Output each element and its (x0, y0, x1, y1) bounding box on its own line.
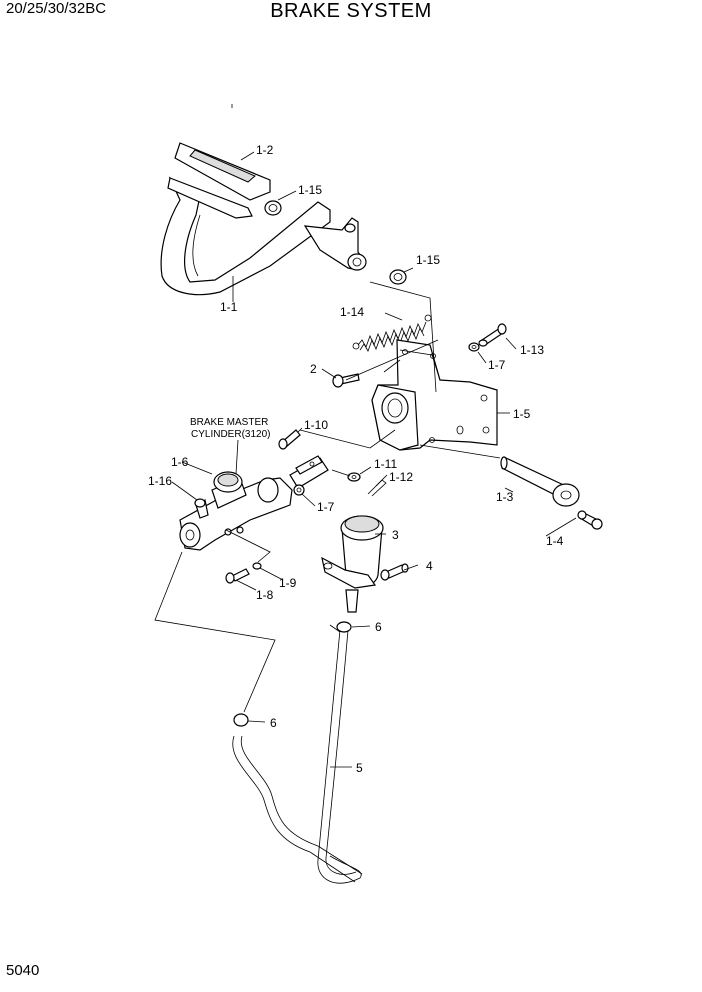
label-1-15-upper: 1-15 (298, 183, 322, 197)
note-line-2: CYLINDER(3120) (191, 429, 270, 440)
nut-1-7-lower-part (293, 484, 305, 496)
label-1-12: 1-12 (389, 470, 413, 484)
label-1-7-lower: 1-7 (317, 500, 335, 514)
hose-clamp-upper-part (336, 621, 352, 633)
label-4: 4 (426, 559, 433, 573)
label-1-14: 1-14 (340, 305, 364, 319)
label-1-1: 1-1 (220, 300, 238, 314)
label-3: 3 (392, 528, 399, 542)
label-1-2: 1-2 (256, 143, 274, 157)
label-1-5: 1-5 (513, 407, 531, 421)
nut-1-7-upper-part (468, 342, 480, 352)
label-5: 5 (356, 761, 363, 775)
label-1-11: 1-11 (374, 457, 397, 471)
pin-1-3-part (500, 456, 580, 507)
pin-1-10-part (278, 429, 301, 450)
leader-lines (154, 104, 577, 768)
page-title: BRAKE SYSTEM (270, 0, 432, 22)
label-6-lower: 6 (270, 716, 277, 730)
label-1-7-upper: 1-7 (488, 358, 506, 372)
label-1-6: 1-6 (171, 455, 189, 469)
master-cylinder-part (179, 455, 329, 551)
label-6-upper: 6 (375, 620, 382, 634)
label-1-13: 1-13 (520, 343, 544, 357)
bolt-1-8-part (225, 568, 250, 584)
pedal-pad-part (167, 142, 271, 219)
note-leader (235, 439, 239, 475)
page-number: 5040 (6, 962, 40, 979)
hose-clamp-lower-part (233, 713, 249, 727)
bolt-1-4-part (577, 510, 603, 530)
cotter-1-12-part (367, 479, 387, 497)
reservoir-part (321, 515, 384, 613)
label-2: 2 (310, 362, 317, 376)
bolt-4-part (380, 563, 409, 581)
label-1-9: 1-9 (279, 576, 297, 590)
washer-1-11-part (347, 472, 361, 482)
label-1-15-lower: 1-15 (416, 253, 440, 267)
bushing-lower-part (389, 269, 407, 285)
label-1-10: 1-10 (304, 418, 328, 432)
label-1-3: 1-3 (496, 490, 514, 504)
label-1-8: 1-8 (256, 588, 274, 602)
model-number: 20/25/30/32BC (6, 0, 107, 17)
note-line-1: BRAKE MASTER (190, 417, 268, 428)
bolt-1-13-part (478, 323, 507, 347)
washer-1-9-part (252, 562, 262, 570)
label-1-4: 1-4 (546, 534, 564, 548)
hose-part (232, 629, 363, 884)
bushing-upper-part (264, 200, 282, 216)
pedal-bracket-part (371, 339, 498, 451)
label-1-16: 1-16 (148, 474, 172, 488)
